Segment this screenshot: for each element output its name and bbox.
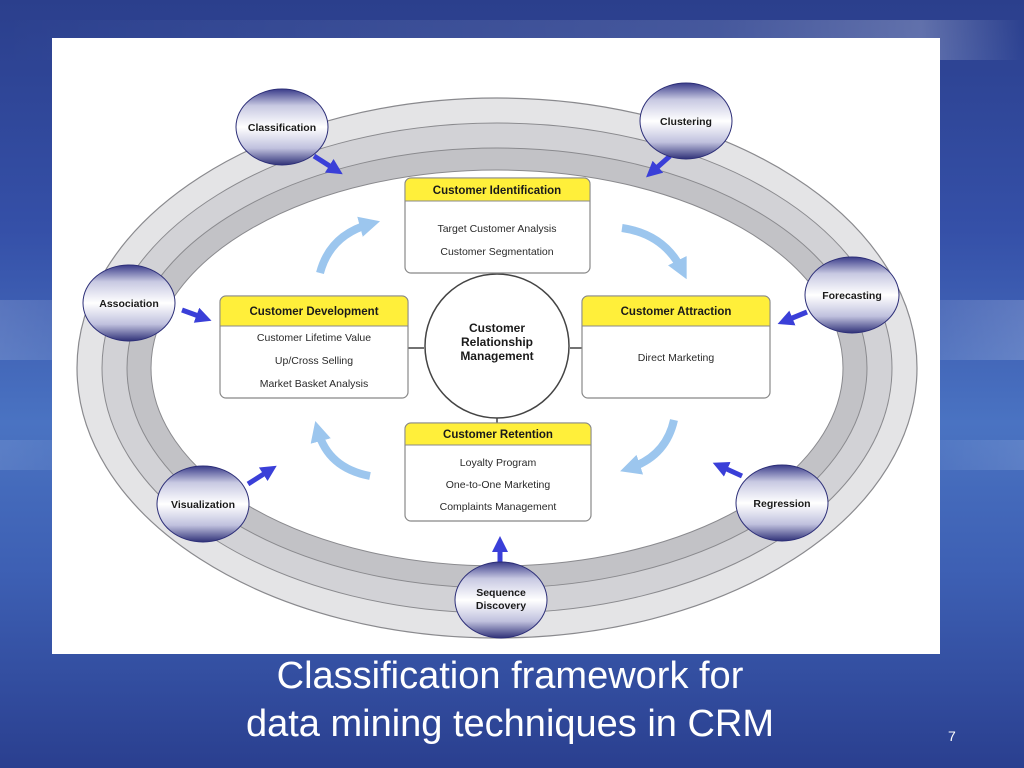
cycle-arrow-bottom-right [620,419,678,475]
crm-center-label-1: Customer [469,321,525,335]
technique-sequence-discovery: Sequence Discovery [454,561,548,639]
box-item: Customer Lifetime Value [257,332,371,344]
technique-arrow-clustering [646,154,672,178]
technique-label: Regression [753,498,810,510]
customer-attraction-box: Customer Attraction Direct Marketing [581,295,771,399]
slide-caption: Classification framework for data mining… [150,652,870,748]
box-item: Complaints Management [440,501,557,513]
customer-development-box: Customer Development Customer Lifetime V… [219,295,409,399]
caption-line-2: data mining techniques in CRM [245,703,775,745]
customer-identification-box: Customer Identification Target Customer … [404,177,591,274]
crm-center-label-2: Relationship [461,335,533,349]
technique-label: Discovery [476,600,526,612]
technique-label: Forecasting [822,290,882,302]
technique-arrow-classification [312,153,343,175]
technique-arrow-regression [712,462,744,479]
cycle-arrow-top-left [316,216,381,275]
box-item: Customer Segmentation [440,246,553,258]
technique-label: Association [99,298,159,310]
crm-center-label-3: Management [460,349,533,363]
cycle-arrow-bottom-left [310,420,371,480]
technique-label: Sequence [476,587,526,599]
technique-association: Association [82,264,176,342]
box-item: Target Customer Analysis [437,223,556,235]
crm-framework-diagram: Customer Relationship Management Custome… [76,82,918,639]
technique-arrow-association [181,307,212,323]
technique-arrow-forecasting [777,309,808,326]
technique-classification: Classification [235,88,329,166]
crm-center-ring [424,273,570,419]
box-item: Direct Marketing [638,352,715,364]
box-title: Customer Retention [443,429,553,441]
technique-arrow-visualization [246,465,277,487]
technique-regression: Regression [735,464,829,542]
box-title: Customer Attraction [621,306,732,318]
page-number: 7 [948,728,956,744]
box-item: Loyalty Program [460,457,537,469]
box-item: Market Basket Analysis [260,378,369,390]
technique-forecasting: Forecasting [804,256,900,334]
technique-label: Visualization [171,499,235,511]
customer-retention-box: Customer Retention Loyalty Program One-t… [404,422,592,522]
technique-label: Clustering [660,116,712,128]
box-title: Customer Development [249,306,378,318]
technique-visualization: Visualization [156,465,250,543]
box-item: Up/Cross Selling [275,355,353,367]
diagram-panel: Customer Relationship Management Custome… [52,38,940,654]
box-title: Customer Identification [433,185,561,197]
technique-label: Classification [248,122,316,134]
technique-clustering: Clustering [639,82,733,160]
cycle-arrow-top-right [621,224,687,280]
box-item: One-to-One Marketing [446,479,551,491]
caption-line-1: Classification framework for [276,655,744,697]
